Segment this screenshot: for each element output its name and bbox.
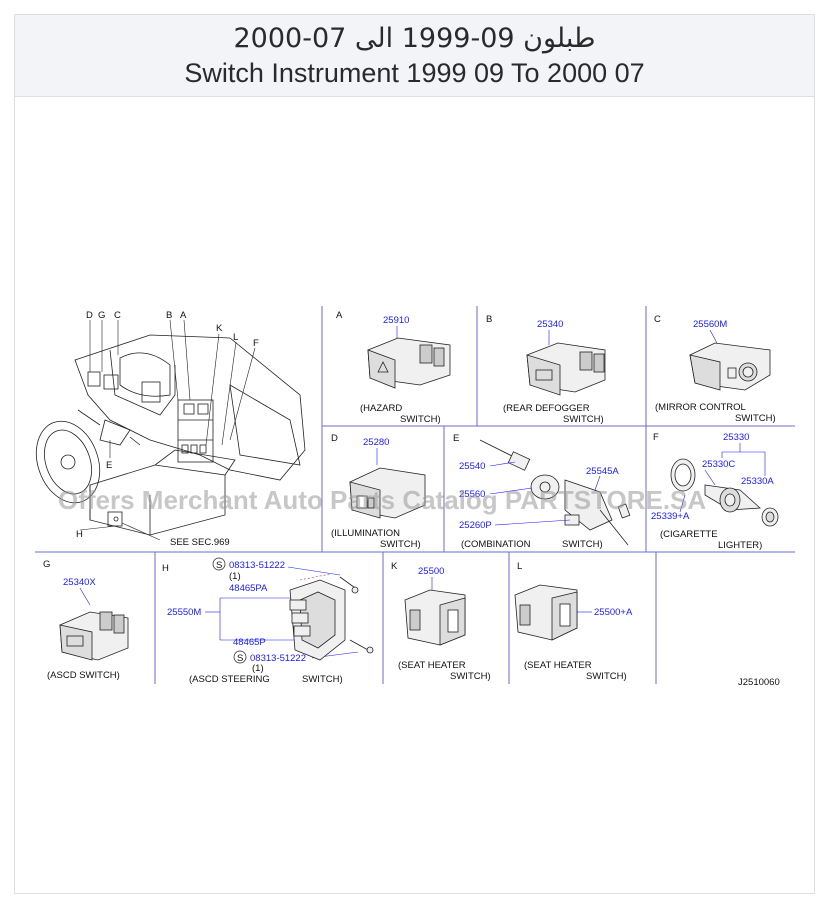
part-25550m: 25550M (167, 607, 201, 618)
panel-c-letter: C (654, 314, 661, 325)
callout-b: B (166, 310, 172, 321)
panel-l-caption-1: (SEAT HEATER (524, 660, 592, 671)
panel-k-seat-heater-switch[interactable]: K 25500 (SEAT HEATER SWITCH) (391, 561, 491, 682)
panel-a-caption-1: (HAZARD (360, 403, 402, 414)
panel-c-mirror-control-switch[interactable]: C 25560M (MIRROR CONTROL SWITCH) (654, 314, 776, 424)
part-25500: 25500 (418, 566, 444, 577)
part-25540: 25540 (459, 461, 485, 472)
part-25330a: 25330A (741, 476, 774, 487)
ascd-switch-drawing (59, 611, 129, 661)
part-08313-51222-top: 08313-51222 (229, 560, 285, 571)
part-25560: 25560 (459, 489, 485, 500)
callout-g: G (98, 310, 105, 321)
part-08313-51222-bottom: 08313-51222 (250, 653, 306, 664)
callout-f: F (253, 338, 259, 349)
panel-d-caption-2: SWITCH) (380, 539, 421, 550)
panel-b-caption-1: (REAR DEFOGGER (503, 403, 590, 414)
qty-bottom: (1) (252, 663, 264, 674)
panel-b-letter: B (486, 314, 492, 325)
part-25260p: 25260P (459, 520, 492, 531)
panel-e-letter: E (453, 433, 459, 444)
panel-d-illumination-switch[interactable]: D 25280 (ILLUMINATION SWITCH) (331, 433, 426, 550)
panel-k-letter: K (391, 561, 398, 572)
see-section-ref: SEE SEC.969 (170, 537, 230, 548)
panel-f-letter: F (653, 432, 659, 443)
part-25330c: 25330C (702, 459, 735, 470)
panel-k-caption-1: (SEAT HEATER (398, 660, 466, 671)
panel-f-caption-1: (CIGARETTE (660, 529, 718, 540)
panel-h-letter: H (162, 563, 169, 574)
callout-h: H (76, 529, 83, 540)
cigarette-lighter-drawing (670, 458, 779, 527)
panel-g-letter: G (43, 559, 50, 570)
part-25340: 25340 (537, 319, 563, 330)
panel-h-caption-2: SWITCH) (302, 674, 343, 685)
page-header: طبلون 09-1999 الى 07-2000 Switch Instrum… (15, 15, 814, 97)
part-25330: 25330 (723, 432, 749, 443)
panel-c-caption-1: (MIRROR CONTROL (655, 402, 746, 413)
page-frame: طبلون 09-1999 الى 07-2000 Switch Instrum… (14, 14, 815, 894)
overview-callouts: D G C B A K L F E H SEE SEC.969 (76, 310, 259, 548)
panel-l-letter: L (517, 561, 522, 572)
panel-e-caption-2: SWITCH) (562, 539, 603, 550)
diagram-grid (35, 306, 795, 684)
panel-h-caption-1: (ASCD STEERING (189, 674, 270, 685)
callout-l: L (233, 332, 238, 343)
dashboard-overview (35, 334, 306, 536)
illumination-switch-drawing (349, 467, 426, 519)
panel-a-caption-2: SWITCH) (400, 414, 441, 425)
seat-heater-switch-l-drawing (514, 584, 578, 641)
hazard-switch-drawing (367, 337, 451, 389)
part-25560m: 25560M (693, 319, 727, 330)
panel-g-caption-1: (ASCD SWITCH) (47, 670, 120, 681)
panel-a-letter: A (336, 310, 343, 321)
panel-d-caption-1: (ILLUMINATION (331, 528, 400, 539)
callout-e: E (106, 460, 112, 471)
panel-a-hazard-switch[interactable]: A 25910 (HAZARD SWITCH) (336, 310, 451, 425)
overview-leader-lines (79, 319, 256, 541)
panel-l-seat-heater-switch[interactable]: L 25500+A (SEAT HEATER SWITCH) (514, 561, 633, 682)
callout-k: K (216, 323, 223, 334)
part-25340x: 25340X (63, 577, 96, 588)
panel-e-combination-switch[interactable]: E 25540 25545A 25560 25260P (COMBINATION… (453, 433, 631, 550)
panel-f-caption-2: LIGHTER) (718, 540, 762, 551)
watermark: Offers Merchant Auto Parts Catalog PARTS… (58, 485, 706, 515)
qty-top: (1) (229, 571, 241, 582)
callout-c: C (114, 310, 121, 321)
screw-s-mark-2: S (237, 653, 243, 664)
seat-heater-switch-k-drawing (404, 589, 466, 646)
combination-switch-drawing (479, 439, 631, 546)
part-25339a: 25339+A (651, 511, 690, 522)
panel-d-letter: D (331, 433, 338, 444)
callout-d: D (86, 310, 93, 321)
mirror-control-switch-drawing (689, 342, 771, 391)
part-48465pa: 48465PA (229, 583, 268, 594)
panel-e-caption-1: (COMBINATION (461, 539, 531, 550)
panel-h-ascd-steering-switch[interactable]: H S 08313-51222 (1) 48465PA 25550M 48465… (162, 557, 374, 685)
diagram-id: J2510060 (738, 677, 780, 688)
panel-b-caption-2: SWITCH) (563, 414, 604, 425)
callout-a: A (180, 310, 187, 321)
panel-c-caption-2: SWITCH) (735, 413, 776, 424)
part-48465p: 48465P (233, 637, 266, 648)
screw-s-mark-1: S (216, 560, 222, 571)
panel-b-rear-defogger-switch[interactable]: B 25340 (REAR DEFOGGER SWITCH) (486, 314, 606, 425)
panel-k-caption-2: SWITCH) (450, 671, 491, 682)
panel-l-caption-2: SWITCH) (586, 671, 627, 682)
panel-g-ascd-switch[interactable]: G 25340X (ASCD SWITCH) (43, 559, 129, 681)
page-title-english: Switch Instrument 1999 09 To 2000 07 (184, 58, 645, 88)
rear-defogger-switch-drawing (526, 342, 606, 396)
panel-f-cigarette-lighter[interactable]: F 25330 25330C 25330A 25339+A (CIGARETTE… (651, 432, 779, 551)
page-title-arabic: طبلون 09-1999 الى 07-2000 (233, 23, 596, 54)
part-25280: 25280 (363, 437, 389, 448)
part-25545a: 25545A (586, 466, 619, 477)
part-25910: 25910 (383, 315, 409, 326)
part-25500a: 25500+A (594, 607, 633, 618)
ascd-steering-switch-drawing (289, 576, 374, 661)
